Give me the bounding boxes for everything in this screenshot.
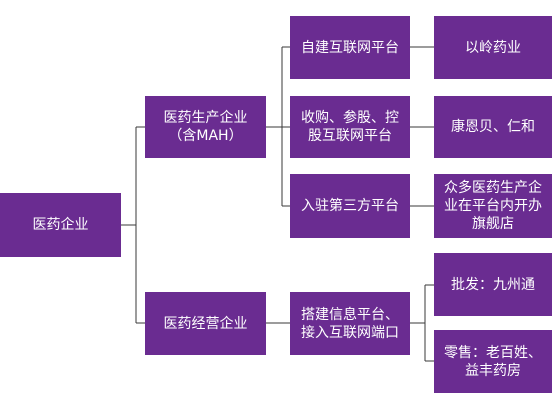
node-info-platform: 搭建信息平台、 接入互联网端口 bbox=[290, 292, 410, 355]
node-pharma-manufacturers: 医药生产企业 （含MAH） bbox=[145, 96, 266, 158]
node-self-built-platform: 自建互联网平台 bbox=[290, 16, 410, 79]
node-yiling-pharma: 以岭药业 bbox=[434, 16, 552, 79]
node-conba-renhe: 康恩贝、仁和 bbox=[434, 96, 552, 158]
node-wholesale-jointown: 批发：九州通 bbox=[434, 253, 552, 316]
node-pharma-operators: 医药经营企业 bbox=[145, 292, 266, 355]
node-pharma-enterprises: 医药企业 bbox=[0, 193, 121, 257]
node-retail-laobaixing-yifeng: 零售：老百姓、 益丰药房 bbox=[434, 330, 552, 393]
node-acquire-invest-platform: 收购、参股、控 股互联网平台 bbox=[290, 96, 410, 158]
node-flagship-stores: 众多医药生产企 业在平台内开办 旗舰店 bbox=[434, 174, 552, 238]
node-third-party-platform: 入驻第三方平台 bbox=[290, 174, 410, 238]
